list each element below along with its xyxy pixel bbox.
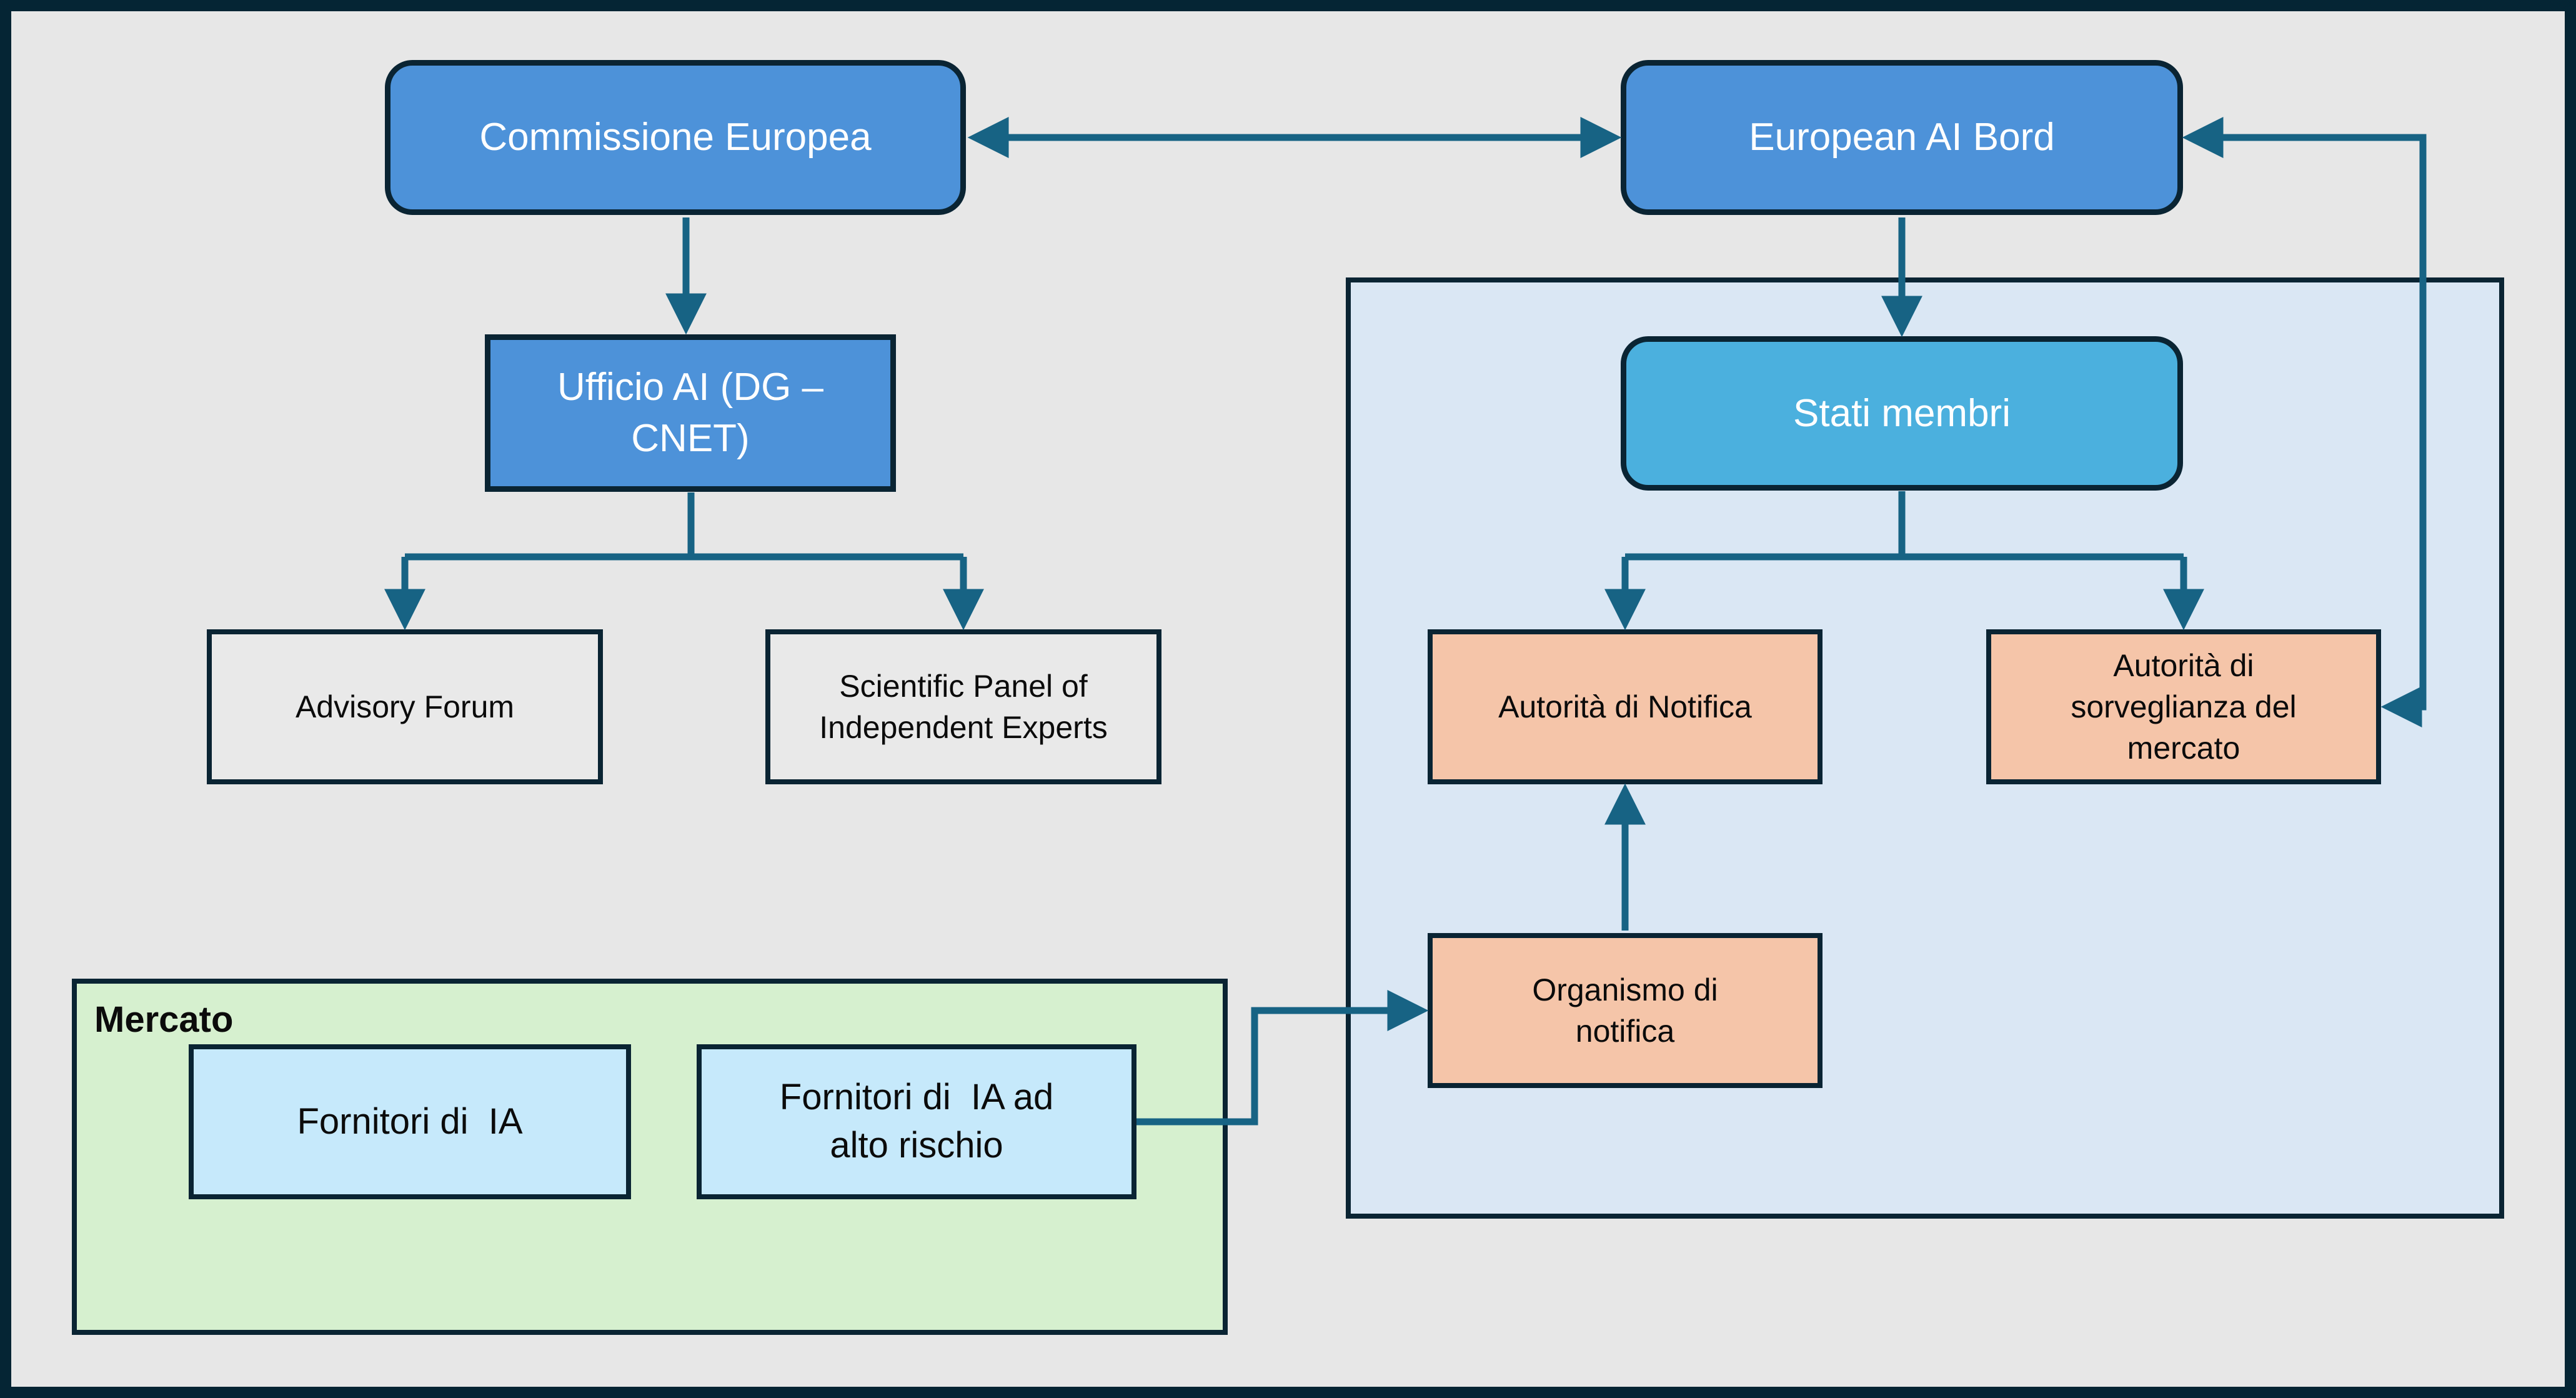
node-label: Organismo di notifica [1532,972,1718,1049]
node-label: Scientific Panel of Independent Experts [819,669,1108,745]
node-label: Autorità di sorveglianza del mercato [2071,648,2297,766]
node-autorita-sorveglianza-mercato: Autorità di sorveglianza del mercato [1986,629,2381,784]
node-autorita-di-notifica: Autorità di Notifica [1428,629,1823,784]
node-advisory-forum: Advisory Forum [207,629,603,784]
node-european-ai-board: European AI Bord [1621,60,2183,215]
node-organismo-di-notifica: Organismo di notifica [1428,933,1823,1088]
mercato-label: Mercato [94,999,234,1040]
node-commissione-europea: Commissione Europea [385,60,966,215]
node-fornitori-ia-alto-rischio: Fornitori di IA ad alto rischio [697,1044,1136,1199]
node-label: Fornitori di IA [297,1101,523,1142]
node-fornitori-ia: Fornitori di IA [189,1044,631,1199]
node-label: Autorità di Notifica [1498,689,1752,724]
node-label: Ufficio AI (DG – CNET) [557,366,824,460]
node-label: Advisory Forum [295,689,515,724]
node-scientific-panel: Scientific Panel of Independent Experts [765,629,1161,784]
node-label: Stati membri [1793,391,2011,435]
node-label: European AI Bord [1749,116,2055,159]
node-label: Commissione Europea [479,116,872,159]
node-ufficio-ai: Ufficio AI (DG – CNET) [485,334,896,492]
node-stati-membri: Stati membri [1621,336,2183,491]
node-label: Fornitori di IA ad alto rischio [779,1077,1054,1166]
